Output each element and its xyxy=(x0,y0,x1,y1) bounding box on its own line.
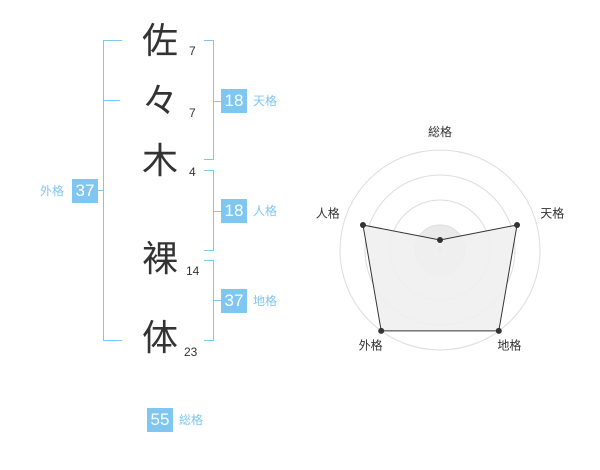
jinkaku-label: 人格 xyxy=(253,204,278,218)
name-char-1: 佐 xyxy=(141,21,178,62)
gaikaku-bracket xyxy=(103,40,122,341)
chikaku-bracket xyxy=(204,260,214,341)
stroke-count-2: 7 xyxy=(189,106,196,120)
radar-axis-label-4: 外格 xyxy=(359,337,383,352)
radar-point-2 xyxy=(514,221,521,228)
stroke-count-5: 23 xyxy=(184,345,198,359)
tenkaku-bracket-connector xyxy=(214,101,221,102)
tenkaku-value: 18 xyxy=(221,89,247,113)
radar-axis-label-1: 総格 xyxy=(428,124,452,139)
soukaku-value: 55 xyxy=(147,408,173,432)
stroke-count-1: 7 xyxy=(189,44,196,58)
radar-axis-label-3: 地格 xyxy=(497,337,521,352)
chikaku-bracket-connector xyxy=(214,300,221,301)
radar-series-polygon xyxy=(362,224,518,332)
radar-point-4 xyxy=(378,327,385,334)
tenkaku-label: 天格 xyxy=(253,94,278,108)
gaikaku-label: 外格 xyxy=(40,184,65,198)
tenkaku-bracket xyxy=(204,40,214,160)
stroke-count-3: 4 xyxy=(189,165,196,179)
name-char-5: 体 xyxy=(141,318,178,359)
radar-point-1 xyxy=(437,237,443,243)
stroke-count-4: 14 xyxy=(186,264,200,278)
radar-axis-label-2: 天格 xyxy=(540,206,564,221)
gaikaku-bracket-connector xyxy=(98,190,103,191)
radar-point-5 xyxy=(359,221,366,228)
jinkaku-value: 18 xyxy=(221,199,247,223)
gaikaku-bracket-tick xyxy=(104,100,120,101)
name-char-3: 木 xyxy=(141,141,178,182)
gaikaku-value: 37 xyxy=(72,179,98,203)
jinkaku-bracket xyxy=(204,170,214,251)
radar-axis-label-5: 人格 xyxy=(316,206,340,221)
chikaku-value: 37 xyxy=(221,289,247,313)
jinkaku-bracket-connector xyxy=(214,211,221,212)
chikaku-label: 地格 xyxy=(253,294,278,308)
radar-point-3 xyxy=(495,327,502,334)
name-char-2: 々 xyxy=(141,81,178,122)
name-char-4: 裸 xyxy=(141,239,178,280)
soukaku-label: 総格 xyxy=(179,413,204,427)
